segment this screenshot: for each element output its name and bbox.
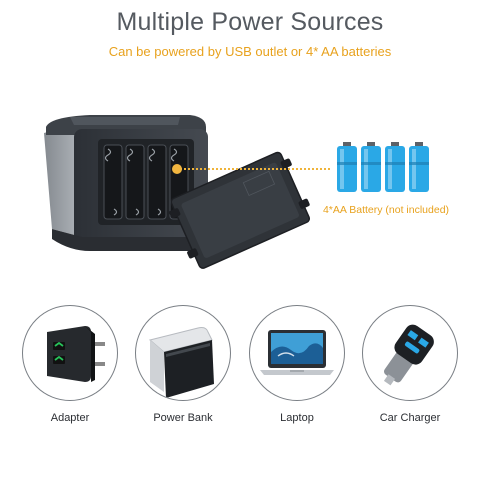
battery-3 — [385, 142, 405, 192]
laptop-icon — [249, 305, 345, 401]
adapter-icon — [22, 305, 118, 401]
product-photo — [44, 115, 311, 269]
power-bank-icon — [135, 305, 231, 401]
page-subtitle: Can be powered by USB outlet or 4* AA ba… — [108, 44, 392, 59]
battery-1 — [337, 142, 357, 192]
source-label-car-charger: Car Charger — [379, 412, 441, 424]
page-title: Multiple Power Sources — [116, 8, 384, 36]
battery-graphic — [337, 142, 429, 192]
source-item-power-bank: Power Bank — [131, 305, 235, 435]
source-label-laptop: Laptop — [280, 412, 314, 424]
source-label-power-bank: Power Bank — [153, 412, 213, 424]
source-label-adapter: Adapter — [50, 412, 90, 424]
car-charger-icon — [362, 305, 458, 401]
callout-line — [180, 168, 330, 170]
source-item-adapter: Adapter — [18, 305, 122, 435]
source-item-laptop: Laptop — [245, 305, 349, 435]
battery-2 — [361, 142, 381, 192]
battery-4 — [409, 142, 429, 192]
battery-caption: 4*AA Battery (not included) — [322, 204, 450, 216]
source-item-car-charger: Car Charger — [358, 305, 462, 435]
callout-dot — [172, 164, 182, 174]
